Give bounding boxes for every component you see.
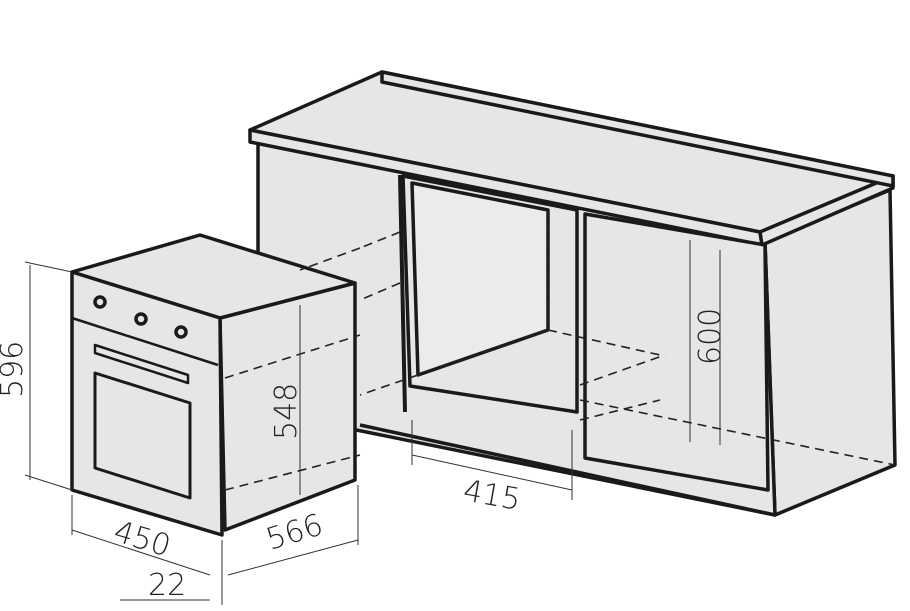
niche-width-dimension-line	[411, 420, 573, 500]
cabinet-right-side	[763, 188, 897, 517]
oven-door-handle	[93, 343, 190, 385]
cabinet-right-door	[583, 212, 770, 492]
niche-width-label: 415	[461, 473, 523, 517]
built-in-oven	[24, 233, 361, 605]
oven-window	[93, 371, 192, 500]
cabinet-base-edge	[359, 423, 776, 517]
countertop-side-edge	[758, 174, 895, 247]
backsplash	[380, 70, 895, 188]
oven-knob-1	[93, 295, 107, 309]
hidden-lines	[359, 210, 896, 466]
control-panel-divider	[71, 316, 219, 367]
oven-knob-3	[174, 325, 188, 339]
oven-dimension-lines	[24, 261, 359, 605]
cabinet-panel-edge	[398, 174, 407, 413]
oven-hidden-lines	[224, 247, 361, 491]
oven-knob-2	[134, 312, 148, 326]
oven-width-label: 450	[110, 514, 175, 564]
panel-thickness-label: 22	[148, 568, 186, 603]
oven-depth-label: 566	[262, 507, 327, 557]
oven-height-label: 596	[0, 341, 30, 398]
niche-height-label: 600	[693, 308, 728, 365]
oven-inner-height-label: 548	[269, 383, 304, 440]
niche-height-dimension-line	[689, 240, 721, 445]
